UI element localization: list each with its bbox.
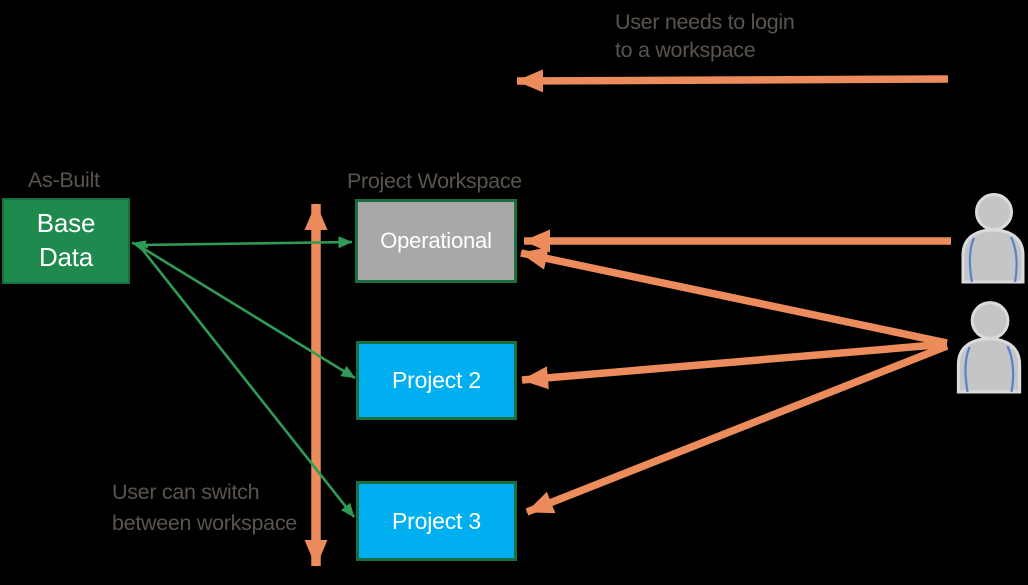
as-built-label: As-Built (28, 168, 100, 192)
project-2-box: Project 2 (356, 341, 517, 420)
arrow-base-to-project2 (140, 245, 356, 380)
arrow-into-base-data (131, 240, 149, 253)
arrow-user-bottom-to-operational (520, 247, 948, 347)
project-workspace-label: Project Workspace (347, 169, 522, 193)
operational-box: Operational (355, 199, 517, 283)
base-data-box: Base Data (2, 198, 130, 284)
login-note: User needs to login to a workspace (615, 10, 795, 63)
user-icon (961, 193, 1025, 284)
arrow-login-note (516, 69, 949, 93)
arrow-base-to-operational (140, 236, 353, 249)
arrow-user-bottom-to-project3 (525, 342, 949, 516)
arrow-user-bottom-to-project2 (521, 340, 948, 390)
switch-note: User can switch between workspace (112, 480, 297, 535)
project-3-box: Project 3 (356, 481, 517, 561)
arrow-base-to-project3 (140, 248, 356, 518)
user-icon (956, 301, 1022, 394)
